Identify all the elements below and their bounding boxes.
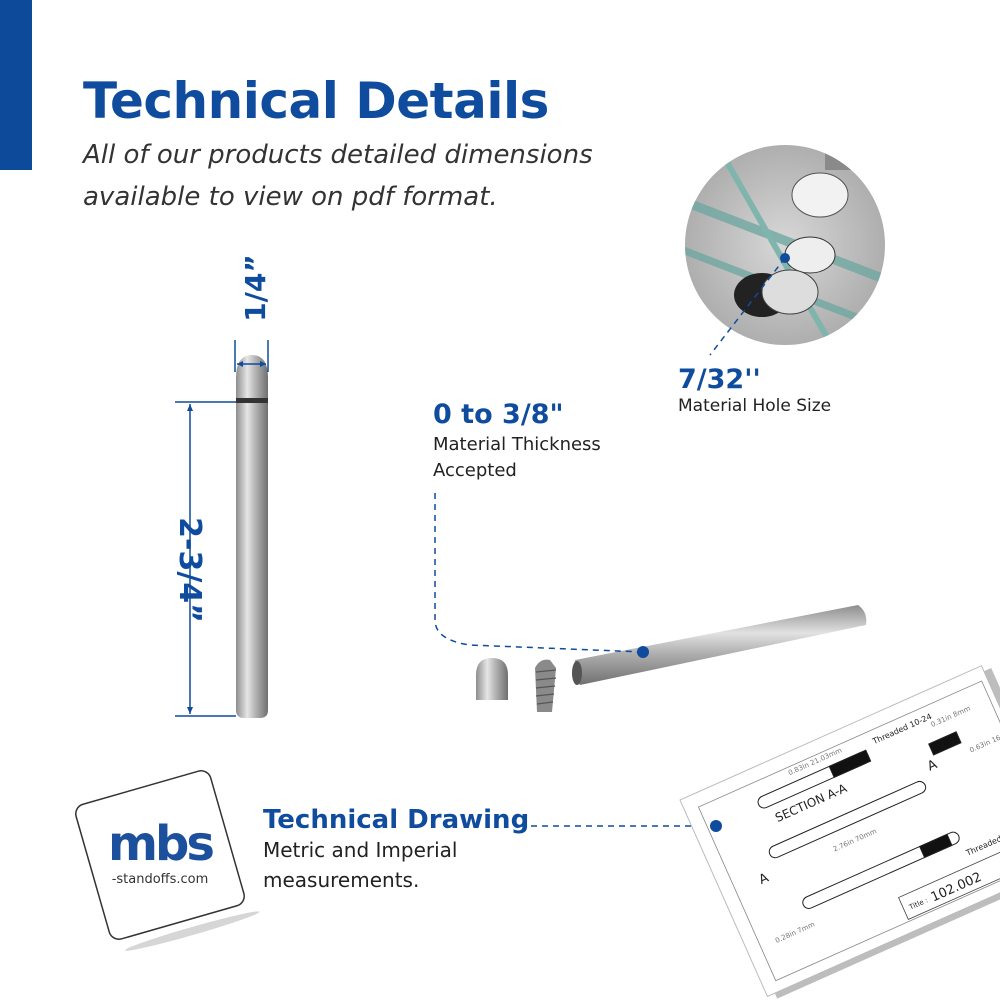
page-title: Technical Details — [83, 72, 549, 130]
technical-drawing-line-2: measurements. — [263, 868, 420, 892]
length-label: 2-3/4” — [172, 517, 207, 623]
standoff-parts — [476, 605, 867, 712]
thickness-dot — [637, 646, 649, 658]
standoff-rod-vertical — [236, 355, 268, 718]
hole-size-value: 7/32'' — [678, 364, 761, 395]
length-dimension — [175, 401, 236, 717]
logo-mark: mbs — [108, 816, 213, 872]
subtitle-line-1: All of our products detailed dimensions — [83, 140, 593, 170]
thickness-leader — [434, 493, 644, 653]
thickness-label-2: Accepted — [433, 460, 517, 481]
hole-size-label: Material Hole Size — [678, 396, 832, 416]
diameter-dimension — [234, 340, 269, 372]
technical-drawing-title: Technical Drawing — [263, 805, 530, 835]
accent-bar — [0, 0, 32, 170]
technical-drawing-line-1: Metric and Imperial — [263, 838, 458, 862]
installation-detail-image — [685, 145, 885, 356]
technical-drawing-sheet: SECTION A-A Threaded 10-24 Threaded 10-2… — [679, 665, 1000, 999]
logo-domain: -standoffs.com — [112, 872, 209, 887]
mbs-logo: mbs -standoffs.com — [75, 770, 260, 951]
diameter-label: 1/4” — [239, 254, 272, 322]
subtitle-line-2: available to view on pdf format. — [83, 182, 498, 212]
drawing-dot — [710, 820, 722, 832]
technical-drawing-sheet-frame: SECTION A-A Threaded 10-24 Threaded 10-2… — [679, 665, 1000, 999]
thickness-value: 0 to 3/8" — [433, 399, 564, 430]
thickness-label-1: Material Thickness — [433, 434, 601, 455]
